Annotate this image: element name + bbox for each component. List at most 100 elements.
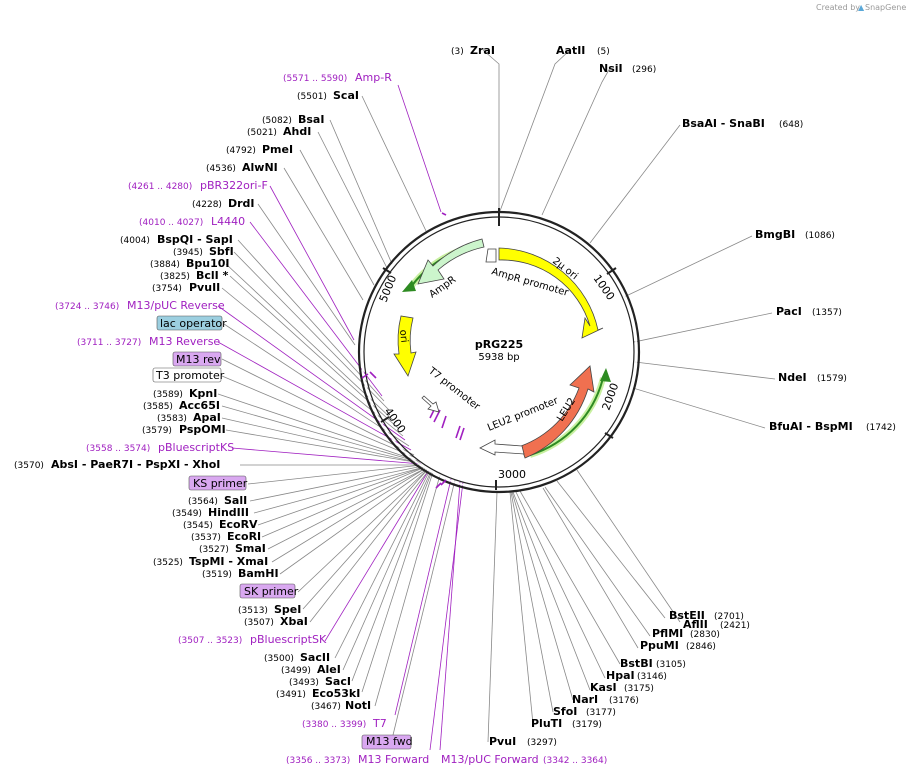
site-pos: (296) [632, 65, 656, 75]
site-pos: (1579) [817, 374, 847, 384]
site-pos: (3175) [624, 684, 654, 694]
site-pos: (3297) [527, 738, 557, 748]
lac-operator-label: lac operator [160, 317, 227, 330]
site-name: AhdI [283, 125, 311, 138]
site-name: HpaI [606, 669, 635, 682]
site-pos: (3570) [14, 461, 44, 471]
m13-rev-label: M13 rev [176, 353, 221, 366]
site-name: PvuI [489, 735, 516, 748]
site-pos: (648) [779, 120, 803, 130]
site-name: EcoRV [219, 518, 258, 531]
primer-pos: (3558 .. 3574) [86, 444, 150, 454]
site-pos: (3825) [160, 272, 190, 282]
site-pos: (3589) [153, 390, 183, 400]
site-name: SbfI [209, 245, 234, 258]
primer-name: M13/pUC Reverse [127, 299, 225, 312]
site-pos: (2701) [714, 612, 744, 622]
site-pos: (3491) [276, 690, 306, 700]
site-name: SmaI [235, 542, 266, 555]
site-name: SalI [224, 494, 247, 507]
site-name: AatII [556, 44, 585, 57]
leu2-promoter-arrow [479, 439, 525, 456]
tick-label-4000: 4000 [382, 405, 409, 435]
site-name: BstEII [669, 609, 705, 622]
site-name: PluTI [531, 717, 562, 730]
inner-features [393, 238, 604, 459]
site-name: Bpu10I [186, 257, 230, 270]
lac-operator-box [156, 315, 223, 331]
t3-promoter-box [152, 367, 222, 383]
site-name: BmgBI [755, 228, 795, 241]
site-pos: (1742) [866, 423, 896, 433]
leu2-promoter-label: LEU2 promoter [486, 395, 561, 434]
primer-name: Amp-R [355, 71, 392, 84]
ampr-promoter-block [485, 248, 497, 263]
m13-fwd-label: M13 fwd [366, 735, 413, 748]
site-name: PacI [776, 305, 802, 318]
site-name: SpeI [274, 603, 301, 616]
site-name: Acc65I [179, 399, 220, 412]
primer-name: M13/pUC Forward [441, 753, 539, 766]
site-pos: (3) [451, 47, 464, 57]
site-name: ApaI [193, 411, 221, 424]
site-pos: (3177) [586, 708, 616, 718]
t3-promoter-label: T3 promoter [155, 369, 225, 382]
site-name: PvuII [189, 281, 220, 294]
site-pos: (4228) [192, 200, 222, 210]
site-name: Eco53kI [312, 687, 360, 700]
primer-name: pBluescriptSK [250, 633, 327, 646]
ampr-outer-arrowhead [402, 280, 416, 292]
site-name: SfoI [553, 705, 577, 718]
site-pos: (5021) [247, 128, 277, 138]
primer-pos: (3356 .. 3373) [286, 756, 350, 766]
site-name: NarI [572, 693, 598, 706]
site-name: NotI [345, 699, 371, 712]
site-pos: (1086) [805, 231, 835, 241]
site-pos: (3500) [264, 654, 294, 664]
site-pos: (3884) [150, 260, 180, 270]
site-pos: (3945) [173, 248, 203, 258]
two-micron-ori-arc [498, 247, 604, 339]
primer-name: pBR322ori-F [200, 179, 268, 192]
site-pos: (2830) [690, 630, 720, 640]
ori-label: ori [397, 329, 409, 343]
site-pos: (3527) [199, 545, 229, 555]
plasmid-length: 5938 bp [478, 352, 519, 363]
site-pos: (3564) [188, 497, 218, 507]
site-pos: (3545) [183, 521, 213, 531]
site-name: PpuMI [640, 639, 679, 652]
site-pos: (3525) [153, 558, 183, 568]
site-name: HindIII [208, 506, 249, 519]
tick-label-3000: 3000 [498, 468, 526, 481]
site-pos: (4004) [120, 236, 150, 246]
sk-primer-box [239, 583, 296, 599]
label-leader-lines [217, 49, 776, 751]
primer-name: L4440 [211, 215, 245, 228]
site-name: KasI [590, 681, 617, 694]
site-pos: (3467) [311, 702, 341, 712]
site-name: BspQI - SapI [157, 233, 233, 246]
bottom-labels: M13/pUC Forward (3342 .. 3364) (3356 .. … [286, 717, 607, 766]
site-name: KpnI [189, 387, 217, 400]
site-pos: (2421) [720, 621, 750, 631]
primer-pos: (4010 .. 4027) [139, 218, 203, 228]
credit-text: Created by [816, 3, 860, 12]
site-pos: (5501) [297, 92, 327, 102]
site-name: BfuAI - BspMI [769, 420, 853, 433]
t7-promoter-arrow [421, 395, 440, 413]
ks-primer-box [188, 475, 247, 491]
site-pos: (3493) [289, 678, 319, 688]
tick-1000 [606, 267, 617, 275]
leu2-outer-arrowhead [600, 368, 611, 382]
ring-markers [361, 212, 465, 489]
primer-name: T7 [372, 717, 387, 730]
ori-arc [393, 315, 417, 377]
snapgene-credit: Created by ▲ SnapGene [816, 3, 906, 12]
m13-rev-box [172, 351, 222, 367]
credit-brand: SnapGene [865, 3, 906, 12]
site-name: BsaAI - SnaBI [682, 117, 765, 130]
plasmid-name: pRG225 [475, 338, 523, 351]
site-name: PspOMI [179, 423, 226, 436]
site-name: AleI [317, 663, 341, 676]
